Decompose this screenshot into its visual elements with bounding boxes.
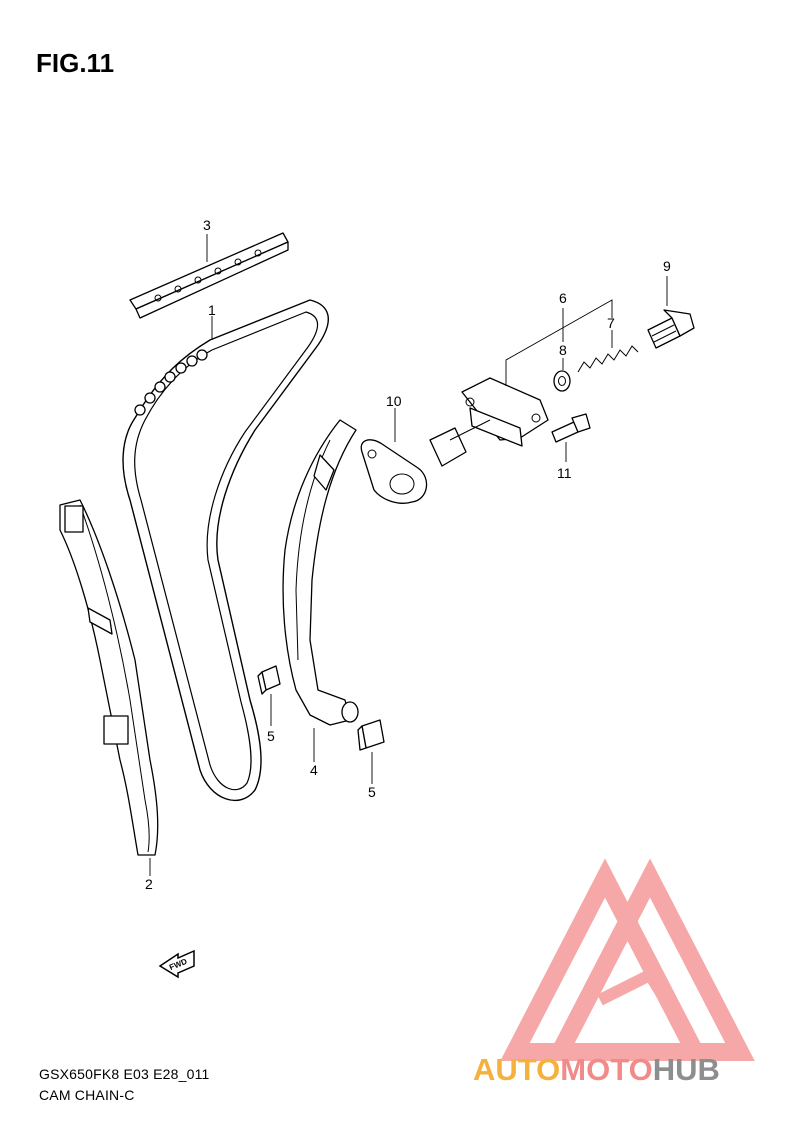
diagram-code: GSX650FK8 E03 E28_011 <box>39 1066 210 1082</box>
watermark-text: AUTOMOTOHUB <box>473 1052 720 1088</box>
callout-5-left: 5 <box>267 728 275 744</box>
figure-title: FIG.11 <box>36 48 115 78</box>
part-6-tensioner-body <box>429 299 613 467</box>
chain-link-rollers <box>134 349 208 416</box>
callout-2: 2 <box>145 876 153 892</box>
part-10-gasket <box>360 408 428 504</box>
callout-7: 7 <box>607 315 615 331</box>
watermark-hub: HUB <box>652 1052 720 1087</box>
callout-9: 9 <box>663 258 671 274</box>
callout-4: 4 <box>310 762 318 778</box>
part-5-block-right <box>357 719 385 784</box>
callout-5-right: 5 <box>368 784 376 800</box>
part-5-block-left <box>257 665 281 726</box>
watermark-moto: MOTO <box>560 1052 653 1087</box>
part-2-chain-guide <box>59 499 159 876</box>
fwd-arrow: FWD <box>158 949 195 979</box>
callout-1: 1 <box>208 302 216 318</box>
callout-10: 10 <box>386 393 402 409</box>
part-1-cam-chain <box>122 299 329 801</box>
part-11-bolt <box>551 413 591 462</box>
diagram-name: CAM CHAIN-C <box>39 1087 135 1103</box>
part-4-tensioner-arm <box>282 419 359 762</box>
part-8-washer <box>553 358 571 392</box>
part-7-spring <box>577 330 639 373</box>
watermark-logo <box>500 858 755 1061</box>
callout-8: 8 <box>559 342 567 358</box>
callout-11: 11 <box>557 465 572 481</box>
part-9-plug-bolt <box>647 276 695 349</box>
watermark-auto: AUTO <box>473 1052 561 1087</box>
callout-3: 3 <box>203 217 211 233</box>
callout-6: 6 <box>559 290 567 306</box>
part-3-chain-guide-strip <box>129 232 289 319</box>
